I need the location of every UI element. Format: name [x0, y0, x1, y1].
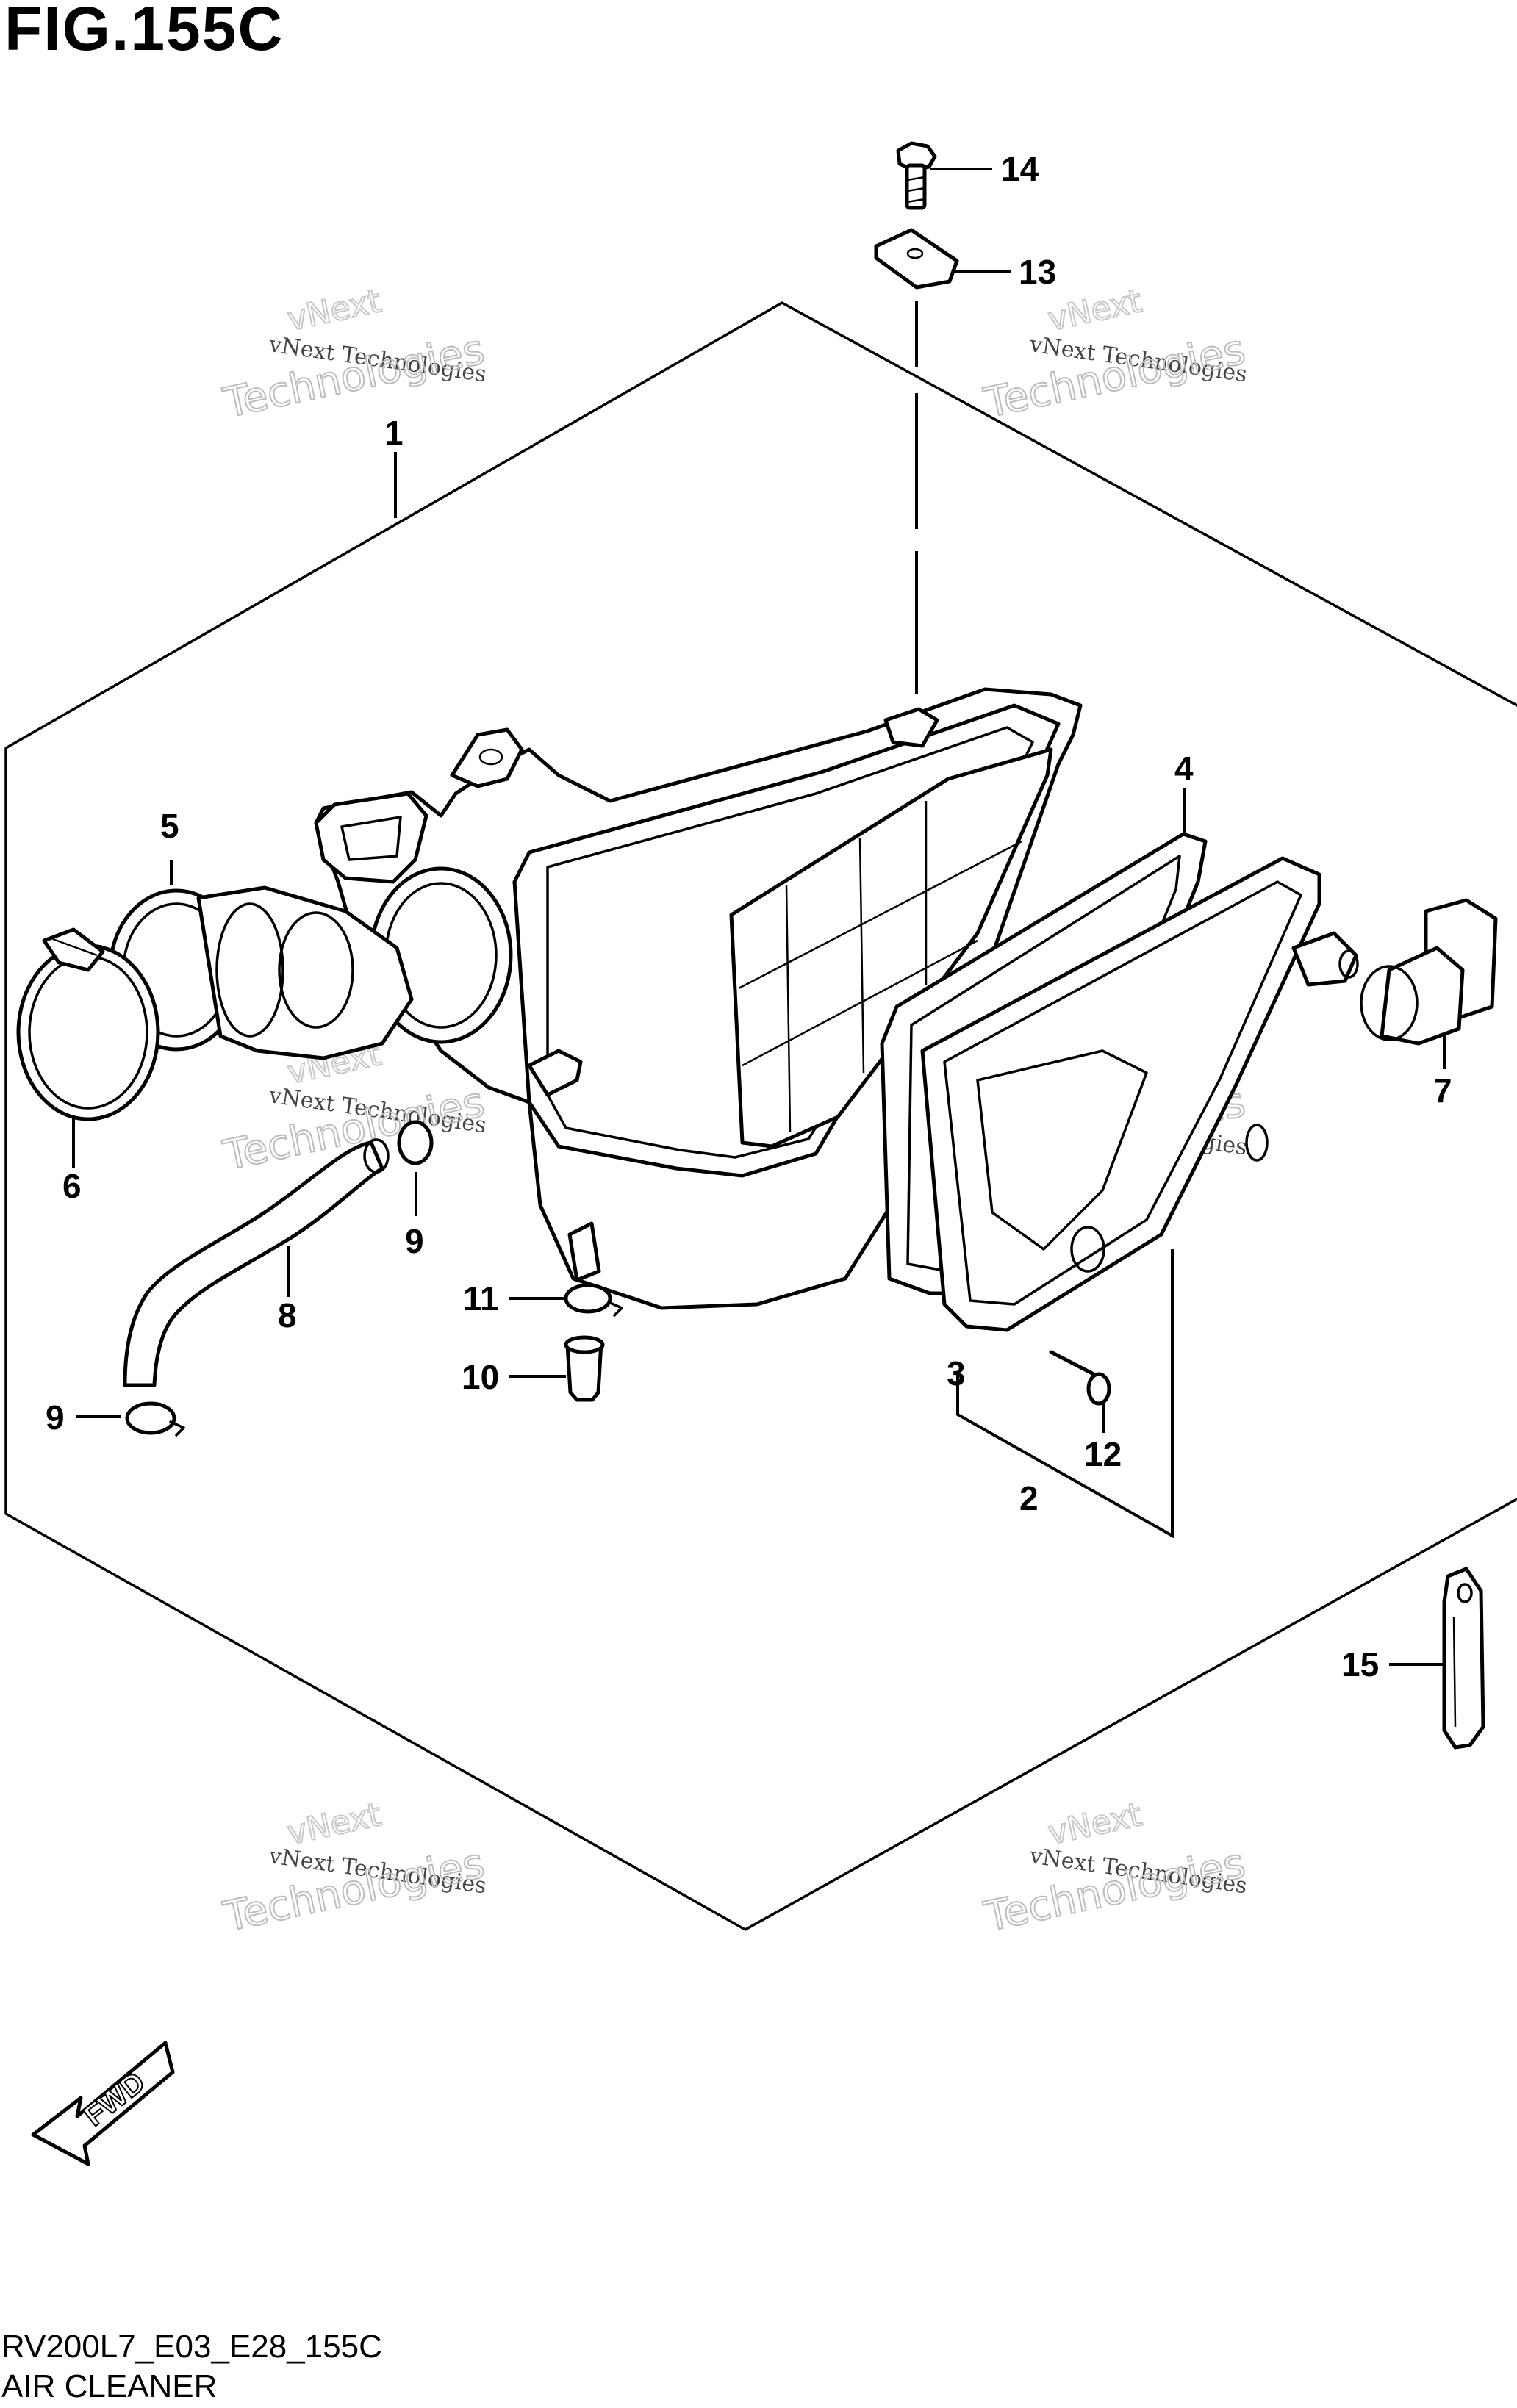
- callout-8: 8: [278, 1296, 297, 1334]
- callout-1: 1: [384, 414, 404, 452]
- watermark-top-left: vNext vNext Technologies Technologies: [218, 281, 489, 428]
- callout-3: 3: [947, 1354, 966, 1392]
- assembly-boundary: [4, 301, 1517, 1931]
- callout-13: 13: [1019, 253, 1056, 291]
- watermark-line1: vNext: [284, 1796, 384, 1852]
- callout-14: 14: [1001, 150, 1039, 188]
- callout-7: 7: [1433, 1071, 1452, 1110]
- bracket-2: [956, 1249, 1174, 1539]
- cap-10: [564, 1335, 605, 1402]
- watermark-top-right: vNext vNext Technologies Technologies: [979, 281, 1249, 428]
- nut-13: [874, 228, 959, 290]
- watermark-bottom-left: vNext vNext Technologies Technologies: [218, 1795, 489, 1942]
- callout-4: 4: [1174, 750, 1194, 788]
- clip-9a: [397, 1120, 434, 1165]
- callouts: 1 2 3 4 5 6 7 8 9 9 10 11 12 13 14 15: [46, 150, 1452, 1683]
- figure-code: RV200L7_E03_E28_155C: [1, 2329, 382, 2365]
- callout-6: 6: [62, 1167, 82, 1205]
- band-15: [1442, 1567, 1485, 1750]
- callout-11: 11: [463, 1279, 499, 1318]
- figure-name: AIR CLEANER: [1, 2368, 217, 2404]
- watermark-line1: vNext: [1045, 282, 1145, 339]
- watermark-line1: vNext: [1045, 1796, 1145, 1852]
- watermark-line3: Technologies: [219, 326, 488, 428]
- screw-12: [1049, 1350, 1111, 1406]
- callout-12: 12: [1084, 1435, 1122, 1473]
- elbow-7: [1360, 898, 1498, 1046]
- cover-3: [920, 856, 1359, 1332]
- clamp-6: [16, 927, 160, 1121]
- watermark-line3: Technologies: [980, 326, 1249, 428]
- watermark-bottom-right: vNext vNext Technologies Technologies: [979, 1795, 1249, 1942]
- clip-11: [564, 1283, 623, 1317]
- callout-15: 15: [1341, 1645, 1379, 1683]
- callout-9b: 9: [46, 1398, 65, 1437]
- filter-mesh: [738, 801, 1022, 1132]
- clip-9b: [125, 1401, 185, 1437]
- breather-hose-8: [123, 1138, 390, 1387]
- callout-10: 10: [462, 1358, 499, 1396]
- bolt-14: [896, 141, 937, 210]
- watermark-line1: vNext: [284, 282, 384, 339]
- callout-5: 5: [160, 807, 179, 845]
- callout-9a: 9: [405, 1222, 424, 1260]
- callout-2: 2: [1019, 1479, 1039, 1517]
- figure-title: FIG.155C: [4, 0, 284, 63]
- fwd-arrow: FWD: [31, 2041, 175, 2166]
